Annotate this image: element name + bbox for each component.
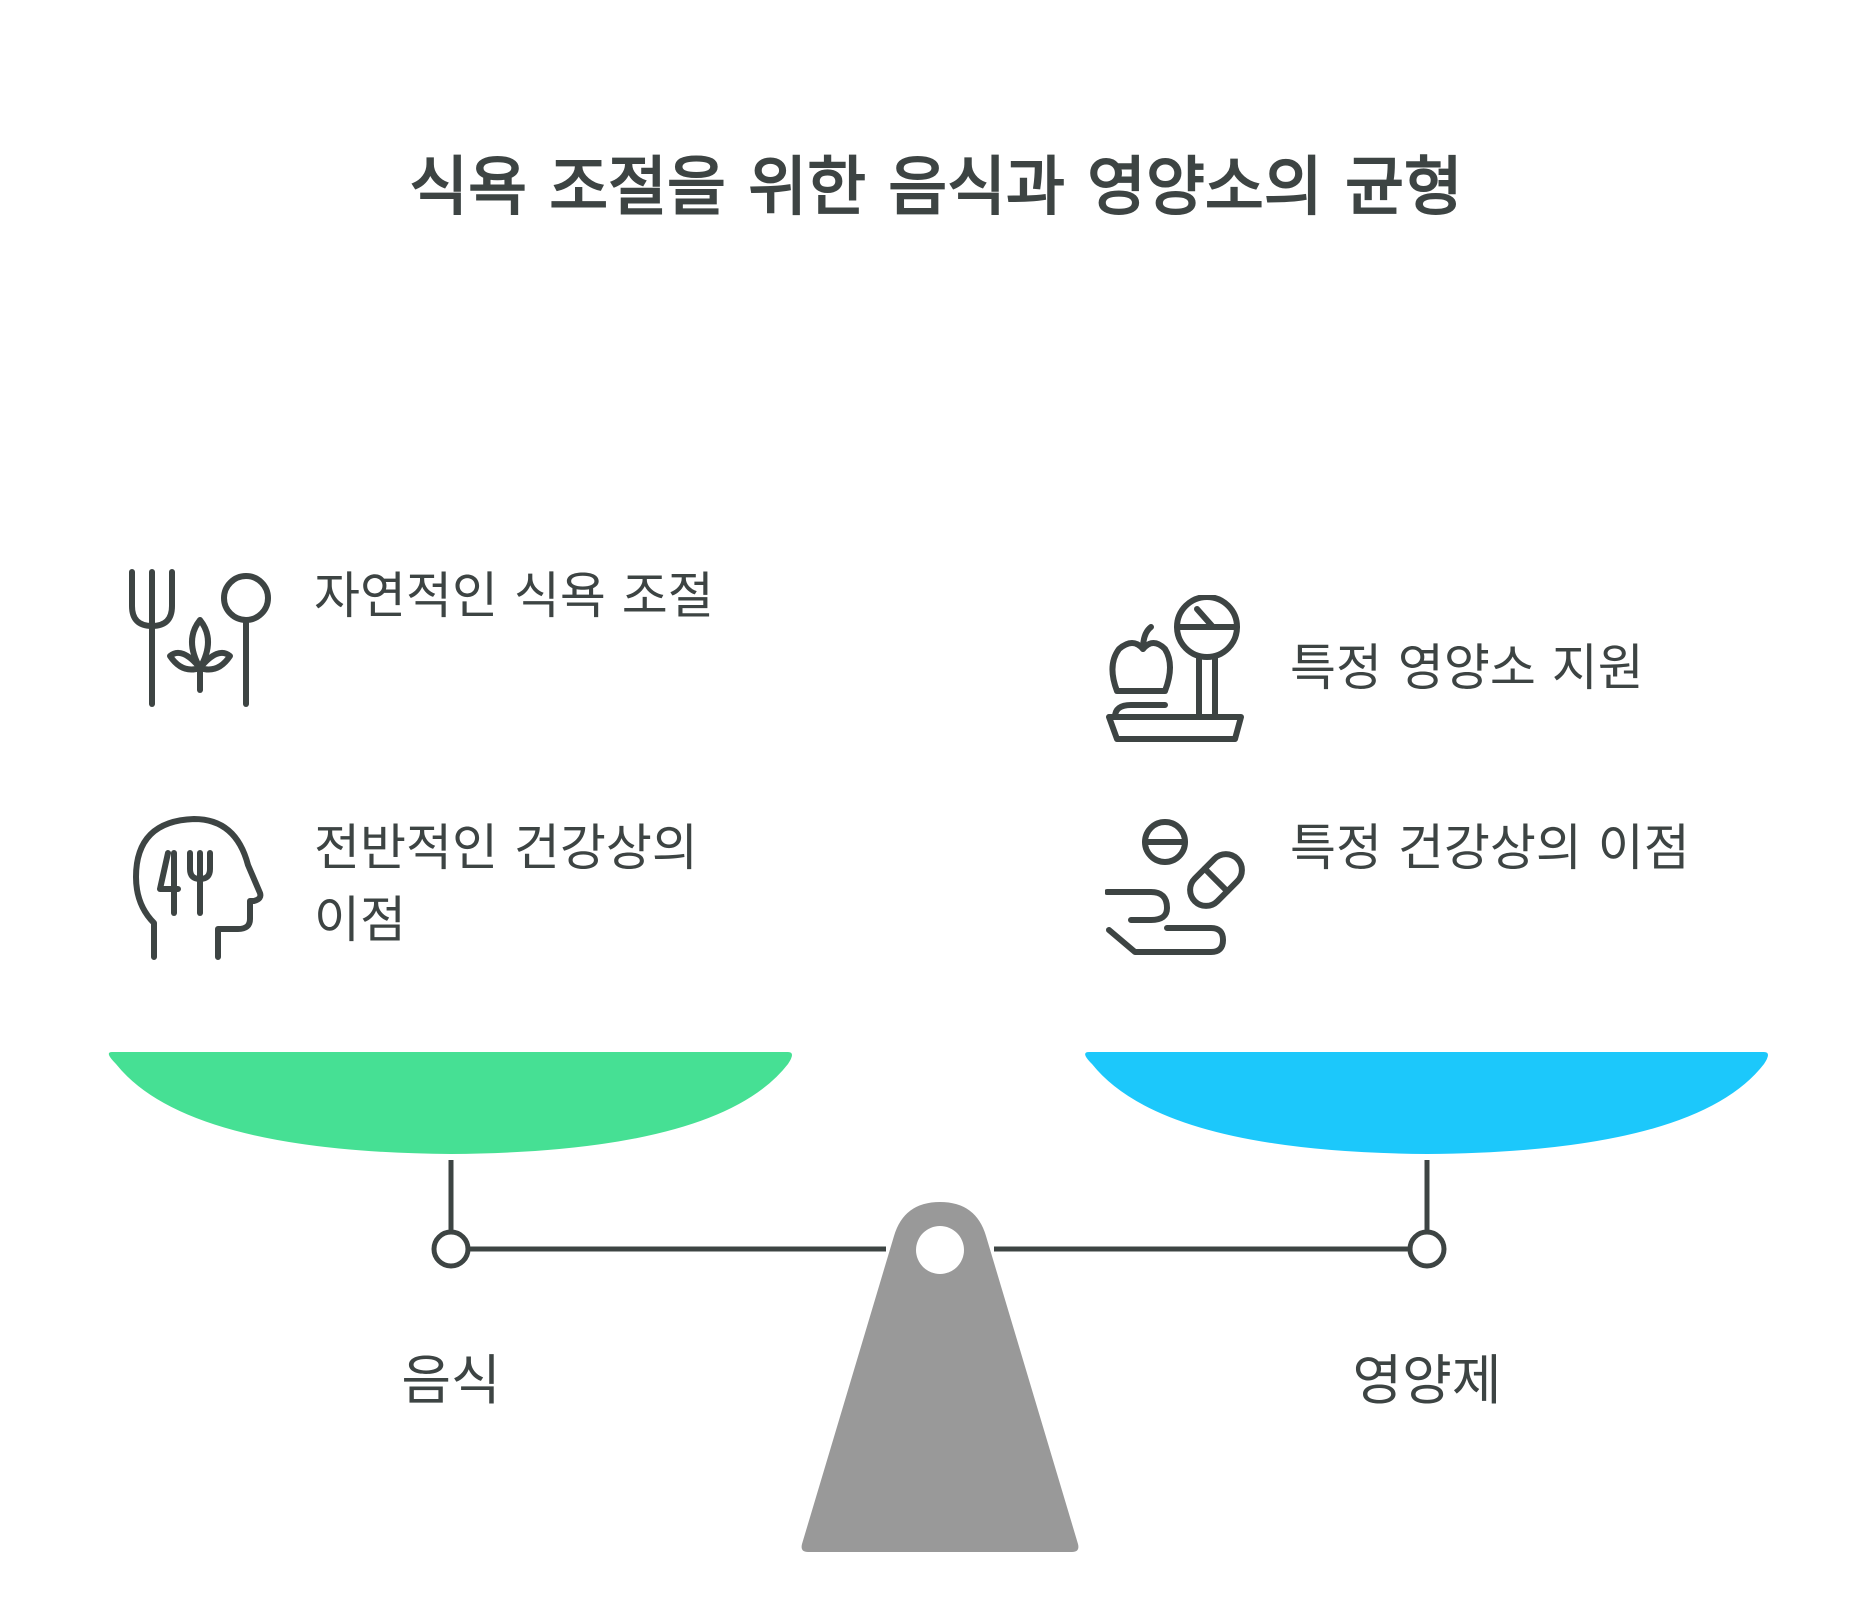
- head-fork-icon: [133, 816, 264, 960]
- left-item-1-text: 자연적인 식욕 조절: [314, 567, 714, 625]
- left-label: 음식: [401, 1349, 501, 1412]
- left-pivot: [431, 1229, 471, 1269]
- hand-pills-icon: [1105, 819, 1245, 955]
- right-item-2-text: 특정 건강상의 이점: [1290, 819, 1690, 877]
- right-label: 영양제: [1352, 1349, 1502, 1412]
- fork-leaf-spoon-icon: [129, 569, 271, 707]
- right-item-1-text: 특정 영양소 지원: [1290, 639, 1644, 697]
- left-item-2-text: 전반적인 건강상의 이점: [314, 819, 698, 949]
- right-pan: [1085, 1052, 1768, 1154]
- fulcrum-hole: [916, 1226, 964, 1274]
- fulcrum: [801, 1202, 1079, 1552]
- right-pivot: [1407, 1229, 1447, 1269]
- page-title: 식욕 조절을 위한 음식과 영양소의 균형: [409, 151, 1463, 225]
- apple-scale-icon: [1106, 595, 1244, 742]
- left-pan: [108, 1052, 793, 1154]
